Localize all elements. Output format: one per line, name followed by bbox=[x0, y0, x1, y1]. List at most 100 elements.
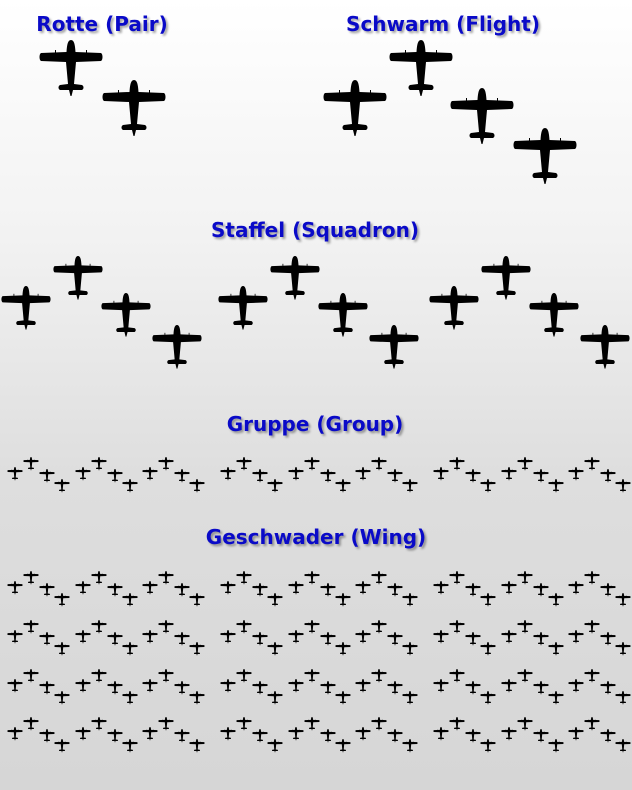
aircraft-silhouette-icon bbox=[335, 691, 351, 705]
aircraft-silhouette-icon bbox=[529, 293, 579, 337]
aircraft-silhouette-icon bbox=[304, 571, 320, 585]
aircraft-silhouette-icon bbox=[174, 681, 190, 695]
aircraft-silhouette-icon bbox=[320, 681, 336, 695]
aircraft-silhouette-icon bbox=[189, 593, 205, 607]
aircraft-silhouette-icon bbox=[335, 593, 351, 607]
aircraft-silhouette-icon bbox=[304, 669, 320, 683]
aircraft-silhouette-icon bbox=[465, 632, 481, 646]
aircraft-silhouette-icon bbox=[402, 642, 418, 656]
aircraft-silhouette-icon bbox=[174, 469, 190, 483]
aircraft-silhouette-icon bbox=[517, 669, 533, 683]
aircraft-silhouette-icon bbox=[152, 325, 202, 369]
aircraft-silhouette-icon bbox=[387, 583, 403, 597]
aircraft-silhouette-icon bbox=[122, 739, 138, 753]
aircraft-silhouette-icon bbox=[142, 467, 158, 481]
aircraft-silhouette-icon bbox=[304, 457, 320, 471]
aircraft-silhouette-icon bbox=[75, 727, 91, 741]
aircraft-silhouette-icon bbox=[387, 729, 403, 743]
aircraft-silhouette-icon bbox=[580, 325, 630, 369]
aircraft-silhouette-icon bbox=[568, 679, 584, 693]
aircraft-silhouette-icon bbox=[39, 583, 55, 597]
aircraft-silhouette-icon bbox=[465, 583, 481, 597]
aircraft-silhouette-icon bbox=[501, 467, 517, 481]
aircraft-silhouette-icon bbox=[402, 691, 418, 705]
aircraft-silhouette-icon bbox=[23, 717, 39, 731]
aircraft-silhouette-icon bbox=[449, 669, 465, 683]
aircraft-silhouette-icon bbox=[75, 581, 91, 595]
aircraft-silhouette-icon bbox=[288, 727, 304, 741]
aircraft-silhouette-icon bbox=[102, 80, 166, 136]
aircraft-silhouette-icon bbox=[433, 630, 449, 644]
aircraft-silhouette-icon bbox=[371, 457, 387, 471]
aircraft-silhouette-icon bbox=[7, 727, 23, 741]
aircraft-silhouette-icon bbox=[142, 630, 158, 644]
aircraft-silhouette-icon bbox=[91, 571, 107, 585]
aircraft-silhouette-icon bbox=[91, 620, 107, 634]
aircraft-silhouette-icon bbox=[75, 630, 91, 644]
aircraft-silhouette-icon bbox=[371, 669, 387, 683]
aircraft-silhouette-icon bbox=[465, 729, 481, 743]
aircraft-silhouette-icon bbox=[568, 727, 584, 741]
aircraft-silhouette-icon bbox=[568, 630, 584, 644]
aircraft-silhouette-icon bbox=[236, 717, 252, 731]
aircraft-silhouette-icon bbox=[320, 632, 336, 646]
aircraft-silhouette-icon bbox=[122, 642, 138, 656]
aircraft-silhouette-icon bbox=[450, 88, 514, 144]
aircraft-silhouette-icon bbox=[402, 739, 418, 753]
aircraft-silhouette-icon bbox=[142, 679, 158, 693]
aircraft-silhouette-icon bbox=[270, 256, 320, 300]
aircraft-silhouette-icon bbox=[402, 593, 418, 607]
aircraft-silhouette-icon bbox=[371, 620, 387, 634]
aircraft-silhouette-icon bbox=[288, 581, 304, 595]
aircraft-silhouette-icon bbox=[371, 717, 387, 731]
aircraft-silhouette-icon bbox=[288, 679, 304, 693]
aircraft-silhouette-icon bbox=[1, 286, 51, 330]
aircraft-silhouette-icon bbox=[158, 717, 174, 731]
aircraft-silhouette-icon bbox=[480, 642, 496, 656]
aircraft-silhouette-icon bbox=[433, 727, 449, 741]
aircraft-silhouette-icon bbox=[7, 679, 23, 693]
aircraft-silhouette-icon bbox=[548, 691, 564, 705]
aircraft-silhouette-icon bbox=[252, 469, 268, 483]
aircraft-silhouette-icon bbox=[513, 128, 577, 184]
aircraft-silhouette-icon bbox=[107, 583, 123, 597]
aircraft-silhouette-icon bbox=[252, 681, 268, 695]
aircraft-silhouette-icon bbox=[501, 630, 517, 644]
aircraft-silhouette-icon bbox=[320, 583, 336, 597]
aircraft-silhouette-icon bbox=[449, 457, 465, 471]
aircraft-silhouette-icon bbox=[449, 571, 465, 585]
aircraft-silhouette-icon bbox=[122, 479, 138, 493]
aircraft-silhouette-icon bbox=[107, 729, 123, 743]
aircraft-silhouette-icon bbox=[481, 256, 531, 300]
aircraft-silhouette-icon bbox=[387, 632, 403, 646]
title-geschwader: Geschwader (Wing) bbox=[205, 525, 427, 549]
aircraft-silhouette-icon bbox=[54, 479, 70, 493]
aircraft-silhouette-icon bbox=[252, 583, 268, 597]
aircraft-silhouette-icon bbox=[54, 642, 70, 656]
aircraft-silhouette-icon bbox=[252, 632, 268, 646]
aircraft-silhouette-icon bbox=[218, 286, 268, 330]
aircraft-silhouette-icon bbox=[389, 40, 453, 96]
aircraft-silhouette-icon bbox=[158, 571, 174, 585]
aircraft-silhouette-icon bbox=[355, 679, 371, 693]
aircraft-silhouette-icon bbox=[23, 669, 39, 683]
aircraft-silhouette-icon bbox=[615, 691, 631, 705]
aircraft-silhouette-icon bbox=[288, 630, 304, 644]
aircraft-silhouette-icon bbox=[600, 632, 616, 646]
aircraft-silhouette-icon bbox=[548, 593, 564, 607]
aircraft-silhouette-icon bbox=[23, 571, 39, 585]
aircraft-silhouette-icon bbox=[267, 593, 283, 607]
aircraft-silhouette-icon bbox=[236, 457, 252, 471]
aircraft-silhouette-icon bbox=[220, 727, 236, 741]
aircraft-silhouette-icon bbox=[54, 739, 70, 753]
aircraft-silhouette-icon bbox=[600, 583, 616, 597]
aircraft-silhouette-icon bbox=[122, 593, 138, 607]
aircraft-silhouette-icon bbox=[236, 669, 252, 683]
aircraft-silhouette-icon bbox=[600, 681, 616, 695]
aircraft-silhouette-icon bbox=[220, 581, 236, 595]
aircraft-silhouette-icon bbox=[355, 581, 371, 595]
aircraft-silhouette-icon bbox=[53, 256, 103, 300]
aircraft-silhouette-icon bbox=[517, 571, 533, 585]
aircraft-silhouette-icon bbox=[501, 727, 517, 741]
aircraft-silhouette-icon bbox=[220, 630, 236, 644]
